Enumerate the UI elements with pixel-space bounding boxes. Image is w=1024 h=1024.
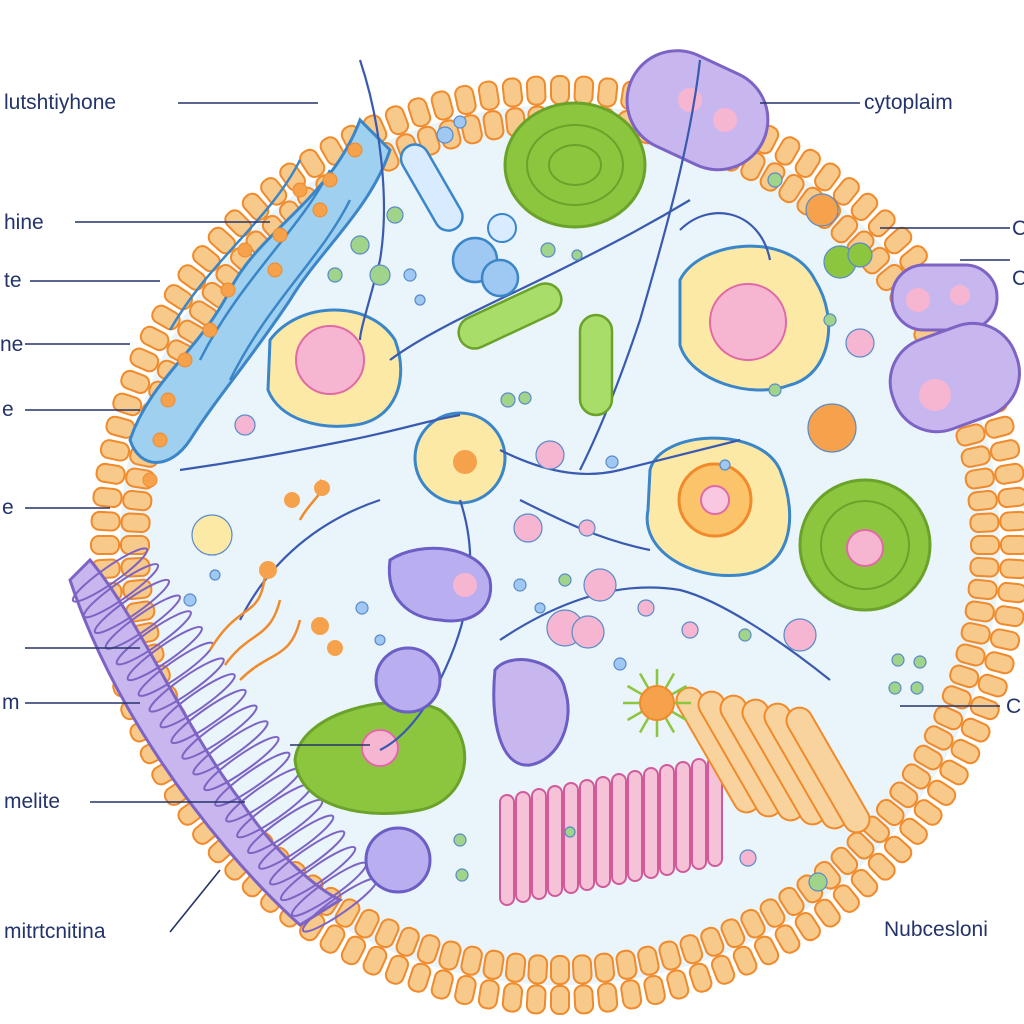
label-left-6: e: [2, 497, 14, 518]
chloroplast-right: [800, 480, 930, 610]
lysosome-cell-2: [494, 660, 568, 766]
label-right-1: C: [1012, 218, 1024, 239]
label-right-3: C: [1006, 696, 1021, 717]
label-bottom-right: Nubcesloni: [884, 919, 988, 940]
chloroplast-top: [505, 103, 645, 227]
nucleus-left: [268, 310, 401, 426]
label-left-4: ne: [0, 334, 23, 355]
label-left-8: melite: [4, 791, 60, 812]
label-right-2: C: [1012, 268, 1024, 289]
label-left-2: hine: [4, 212, 44, 233]
label-left-3: te: [4, 270, 22, 291]
nucleus-center: [415, 413, 505, 503]
label-top-left-1: lutshtiyhone: [4, 92, 116, 113]
label-left-5: e: [2, 399, 14, 420]
mitochondrion-right-1: [892, 265, 997, 330]
lysosome-cell-3: [376, 648, 440, 712]
label-left-7: m: [2, 692, 20, 713]
lysosome-cell-4: [366, 828, 430, 892]
label-bottom-left: mitrtcnitina: [4, 921, 106, 942]
label-top-right: cytoplaim: [864, 92, 953, 113]
nucleus-upper-right: [680, 246, 829, 390]
